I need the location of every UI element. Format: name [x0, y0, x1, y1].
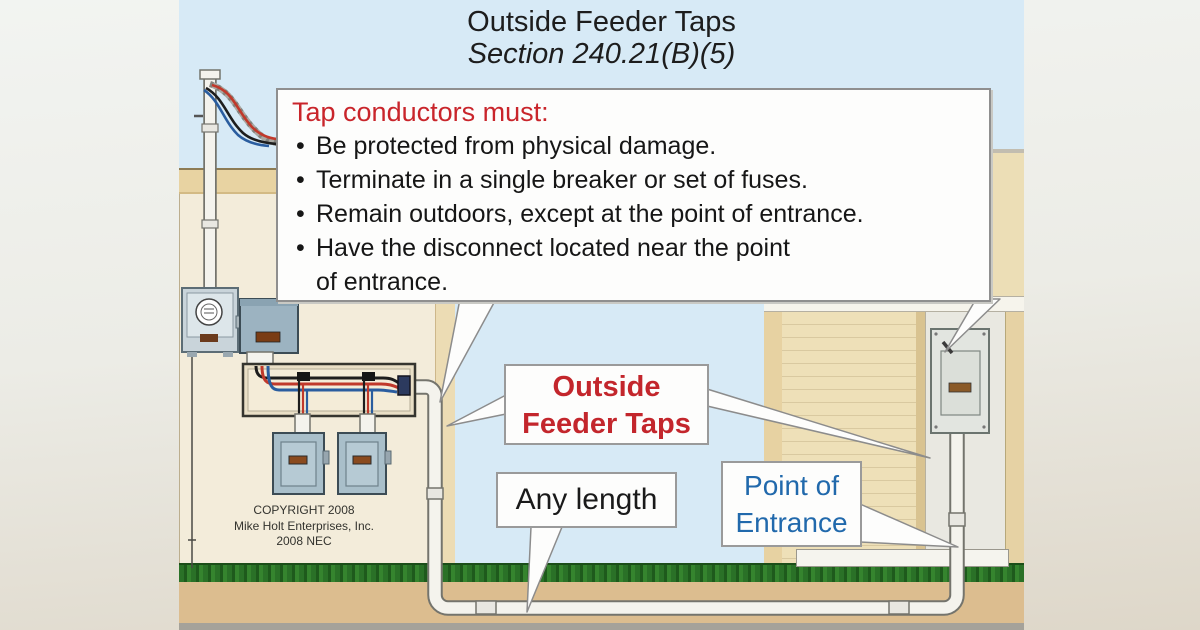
tap-wires [297, 380, 374, 416]
grounding-conductor [188, 352, 196, 568]
label-line: Point of [744, 470, 839, 501]
rules-heading: Tap conductors must: [292, 97, 549, 127]
copyright-line: Mike Holt Enterprises, Inc. [233, 518, 375, 533]
rule-item: Have the disconnect located near the poi… [292, 231, 977, 299]
electric-meter [181, 287, 239, 357]
service-mast [194, 69, 221, 292]
main-disconnect-panel [235, 298, 299, 367]
bottom-border-strip [179, 623, 1024, 630]
right-building-edge-trim [1005, 312, 1024, 563]
callout-pointers [439, 298, 1001, 613]
rules-pointer-left [439, 298, 497, 403]
outside-feeder-taps-label: Outside Feeder Taps [504, 364, 709, 445]
oft-pointer-left [446, 394, 507, 427]
right-building-gable [987, 149, 1024, 302]
label-line: Outside [552, 371, 661, 403]
wireway-gutter [241, 362, 417, 435]
underground-conduit [410, 379, 966, 616]
point-of-entrance-label: Point of Entrance [721, 461, 862, 547]
diagram-title: Outside Feeder Taps Section 240.21(B)(5) [179, 6, 1024, 70]
tap-disconnect-left [272, 432, 330, 495]
label-line: Feeder Taps [522, 408, 691, 440]
title-line: Outside Feeder Taps [467, 6, 736, 38]
copyright-notice: COPYRIGHT 2008 Mike Holt Enterprises, In… [209, 503, 399, 550]
label-line: Entrance [735, 507, 848, 538]
feeder-tap-diagram: Outside Feeder Taps Section 240.21(B)(5)… [179, 0, 1024, 630]
grass-strip [179, 563, 1024, 582]
copyright-line: COPYRIGHT 2008 [253, 503, 355, 517]
rules-callout: Tap conductors must: Be protected from p… [276, 88, 991, 302]
drip-loop-wires [203, 81, 278, 148]
copyright-line: 2008 NEC [276, 534, 332, 548]
right-building-trim [916, 312, 925, 563]
feeder-conductors [254, 365, 401, 394]
point-of-entrance-panel [930, 328, 990, 434]
rules-pointer-right [944, 298, 1001, 353]
diagram-artwork [181, 69, 990, 616]
any-length-pointer [526, 526, 563, 613]
tap-disconnect-right [337, 432, 392, 495]
conduit-coupling [426, 487, 966, 615]
section-reference: Section 240.21(B)(5) [467, 38, 736, 70]
rule-item: Be protected from physical damage. [292, 129, 977, 163]
any-length-label: Any length [496, 472, 677, 528]
poe-pointer [859, 503, 959, 548]
rule-item: Terminate in a single breaker or set of … [292, 163, 977, 197]
rule-item: Remain outdoors, except at the point of … [292, 197, 977, 231]
oft-pointer-right [706, 388, 931, 459]
